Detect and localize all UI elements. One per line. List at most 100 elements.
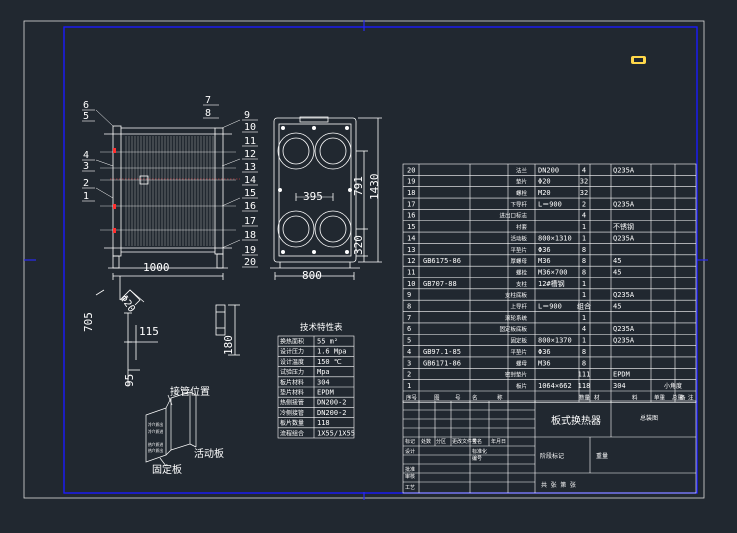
bom-note: 小角度: [664, 382, 682, 390]
change-header-cell: 处数: [421, 438, 431, 445]
bom-header-cell: 图: [434, 393, 440, 401]
bom-index: 5: [407, 337, 411, 345]
bom-name: 支柱底板: [505, 291, 528, 299]
spec-label: 热侧接管: [280, 399, 304, 407]
bom-spec: Φ20: [538, 178, 551, 186]
spec-label: 试验压力: [280, 368, 304, 376]
bom-qty: 111: [578, 371, 591, 379]
bom-qty: 2: [582, 200, 586, 208]
change-header-cell: 分区: [436, 438, 446, 445]
bom-index: 9: [407, 291, 411, 299]
bom-material: Q235A: [613, 291, 635, 299]
bom-index: 6: [407, 325, 411, 333]
bom-material: 不锈钢: [613, 222, 634, 231]
front-view: [100, 125, 240, 280]
bom-header-cell: 称: [497, 393, 503, 401]
bom-qty: 1: [582, 234, 586, 242]
bom-name: 平垫片: [510, 348, 527, 356]
front-width-dim: 1000: [143, 261, 170, 274]
stage-mark: 阶段标记: [540, 452, 564, 460]
port-label-1: 冷介质出: [148, 422, 163, 427]
bom-material: Q235A: [613, 166, 635, 174]
spec-value: 1.6 Mpa: [317, 348, 347, 356]
bom-qty: 32: [580, 178, 588, 186]
port-label-3: 热介质进: [148, 442, 163, 447]
front-view-red-marks: [113, 148, 116, 233]
pipe-position-label: 接管位置: [170, 385, 210, 398]
bom-material: 45: [613, 257, 621, 265]
spec-label: 换热面积: [280, 338, 304, 346]
bom-index: 13: [407, 246, 415, 254]
sheet-label: 共 张 第 张: [541, 481, 576, 489]
bom-name: 进出口标志: [499, 212, 527, 220]
assembly-sketch: [145, 391, 197, 467]
bom-standard: GB6175-86: [423, 257, 461, 265]
drawing-type: 总装图: [640, 414, 658, 422]
bom-name: 螺母: [516, 359, 528, 367]
balloon-9: 9: [244, 110, 250, 121]
bom-header-cell: 注: [688, 393, 694, 401]
bom-material: Q235A: [613, 200, 635, 208]
bom-index: 15: [407, 223, 415, 231]
bom-standard: GB97.1-85: [423, 348, 461, 356]
bom-header-cell: 号: [455, 394, 461, 401]
bom-name: 垫片: [516, 178, 527, 186]
title-block: [402, 400, 697, 494]
small-detail: [215, 304, 240, 356]
bom-spec: Φ36: [538, 246, 551, 254]
bom-qty: 118: [578, 382, 591, 390]
detail-dim-705: 705: [82, 312, 95, 332]
spec-value: DN200-2: [317, 399, 347, 407]
change-header-cell: 签名: [472, 438, 482, 445]
side-dim-320: 320: [352, 235, 365, 255]
bom-header-cell: 材: [594, 393, 600, 401]
side-dim-395: 395: [303, 190, 323, 203]
bom-name: 下导杆: [510, 200, 527, 208]
bom-header-cell: 总重: [672, 393, 684, 401]
bom-name: 螺栓: [516, 268, 528, 276]
bom-index: 19: [407, 178, 415, 186]
bom-name: 板片: [516, 382, 527, 390]
spec-value: 55 m²: [317, 338, 338, 346]
bom-spec: M36: [538, 257, 551, 265]
bom-index: 16: [407, 212, 415, 220]
spec-value: 118: [317, 419, 330, 427]
balloon-20: 20: [244, 257, 256, 268]
spec-label: 板片材料: [280, 378, 304, 386]
bom-material: Q235A: [613, 234, 635, 242]
bom-index: 3: [407, 359, 411, 367]
spec-value: 304: [317, 378, 330, 386]
bom-spec: 1064×662: [538, 382, 572, 390]
balloon-4: 4: [83, 150, 89, 161]
bom-qty: 组合: [577, 302, 591, 311]
balloon-14: 14: [244, 175, 256, 186]
bom-spec: M36: [538, 359, 551, 367]
spec-label: 垫片材料: [280, 389, 304, 397]
bom-qty: 8: [582, 348, 586, 356]
bom-index: 8: [407, 303, 411, 311]
bom-name: 滚轮系统: [505, 314, 528, 322]
bom-spec: DN200: [538, 166, 559, 174]
bom-index: 12: [407, 257, 415, 265]
bom-header-cell: 数量: [579, 393, 591, 401]
bom-name: 活动板: [510, 234, 527, 242]
bom-index: 2: [407, 371, 411, 379]
balloon-19: 19: [244, 245, 256, 256]
balloon-18: 18: [244, 230, 256, 241]
bom-index: 18: [407, 189, 415, 197]
bom-material: 45: [613, 268, 621, 276]
bom-index: 1: [407, 382, 411, 390]
spec-table-title: 技术特性表: [300, 322, 343, 333]
bom-spec: L＝900: [538, 303, 562, 311]
moving-plate-label: 活动板: [194, 447, 224, 460]
bom-name: 固定板: [510, 337, 527, 345]
bom-index: 10: [407, 280, 415, 288]
balloon-6: 6: [83, 100, 89, 111]
bom-qty: 8: [582, 359, 586, 367]
balloon-17: 17: [244, 216, 256, 227]
spec-value: 1X55/1X55: [317, 429, 355, 437]
balloon-11: 11: [244, 136, 256, 147]
bom-standard: GB6171-86: [423, 359, 461, 367]
